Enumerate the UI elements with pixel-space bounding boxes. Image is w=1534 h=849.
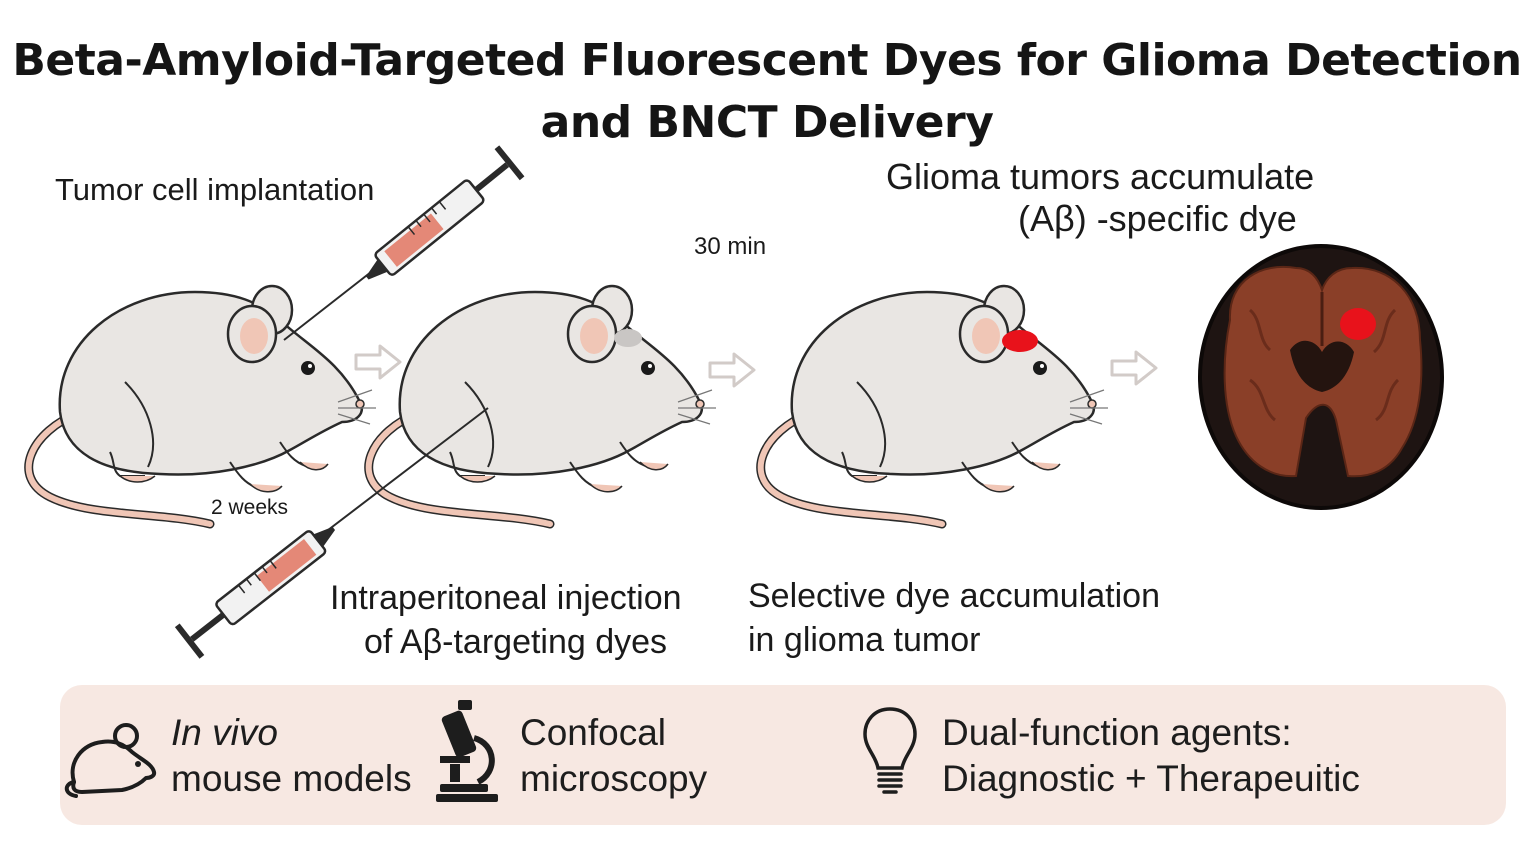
label-accumulate-line1: Glioma tumors accumulate [886, 156, 1315, 197]
mouse-tumor [761, 286, 1108, 524]
label-selective: Selective dye accumulation in glioma tum… [748, 574, 1160, 662]
label-selective-line2: in glioma tumor [748, 621, 981, 659]
label-implantation: Tumor cell implantation [55, 172, 375, 207]
brain-section [1198, 244, 1444, 510]
label-ip-line1: Intraperitoneal injection [330, 579, 682, 617]
label-ip-line2: of Aβ-targeting dyes [364, 623, 668, 661]
figure-title: Beta-Amyloid-Targeted Fluorescent Dyes f… [0, 30, 1534, 154]
features-banner [60, 685, 1506, 825]
title-line-2: and BNCT Delivery [540, 97, 994, 148]
mouse-icon [64, 723, 157, 798]
implant-site [614, 329, 642, 347]
mouse-implantation [29, 286, 376, 524]
label-accumulate-line2: (Aβ) -specific dye [1018, 198, 1297, 239]
feature-confocal: Confocal microscopy [520, 710, 707, 802]
lightbulb-icon [863, 707, 917, 794]
feature-mouse-models: In vivo mouse models [171, 710, 412, 802]
title-line-1: Beta-Amyloid-Targeted Fluorescent Dyes f… [12, 35, 1522, 86]
label-ip-injection: Intraperitoneal injection of Aβ-targetin… [330, 576, 682, 664]
syringe-lower [174, 407, 489, 659]
mouse-injection [369, 286, 716, 524]
feature-2-line2: microscopy [520, 758, 708, 799]
label-accumulate: Glioma tumors accumulate (Aβ) -specific … [886, 156, 1314, 240]
microscope-icon [436, 700, 498, 802]
feature-1-line1: In vivo [171, 712, 278, 753]
arrow-3 [1110, 350, 1158, 386]
arrow-2 [708, 352, 756, 388]
feature-3-line2: Diagnostic + Therapeuitic [942, 758, 1360, 799]
label-selective-line1: Selective dye accumulation [748, 577, 1161, 615]
feature-1-line2: mouse models [171, 758, 412, 799]
feature-3-line1: Dual-function agents: [942, 712, 1292, 753]
feature-dual-function: Dual-function agents: Diagnostic + Thera… [942, 710, 1360, 802]
tumor-signal [1002, 330, 1038, 352]
syringe-upper [283, 145, 525, 341]
arrow-1 [354, 344, 402, 380]
label-thirty-min: 30 min [694, 233, 767, 260]
feature-2-line1: Confocal [520, 712, 667, 753]
label-two-weeks: 2 weeks [211, 496, 289, 519]
